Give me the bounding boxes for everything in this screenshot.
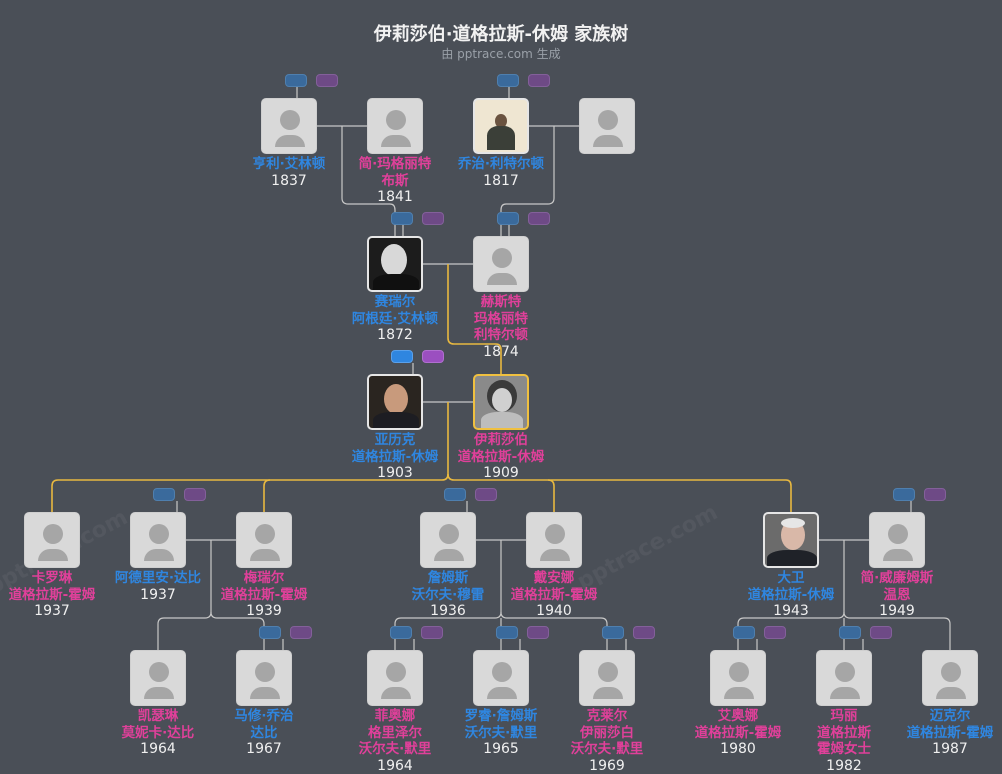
person-card-rory[interactable] [473,650,529,706]
person-label-david: 大卫 道格拉斯-休姆 1943 [747,570,835,619]
avatar-placeholder-icon [149,524,169,544]
person-card-diana[interactable] [526,512,582,568]
male-toggle[interactable] [259,626,281,639]
person-card-cyril[interactable] [367,236,423,292]
avatar-placeholder-icon [545,524,565,544]
person-label-cyril: 赛瑞尔 阿根廷·艾林顿 1872 [351,294,439,343]
person-card-unknown[interactable] [579,98,635,154]
person-card-jane-ww[interactable] [869,512,925,568]
avatar-placeholder-icon [255,662,275,682]
portrait-photo [384,384,408,414]
avatar-placeholder-icon [439,524,459,544]
female-toggle[interactable] [184,488,206,501]
male-toggle[interactable] [444,488,466,501]
person-card-james[interactable] [420,512,476,568]
male-toggle[interactable] [285,74,307,87]
person-label-henry: 亨利·艾林顿 1837 [252,156,326,189]
male-toggle[interactable] [497,212,519,225]
person-label-clare: 克莱尔 伊丽莎白 沃尔夫·默里 1969 [570,708,644,774]
female-toggle[interactable] [422,350,444,363]
female-toggle[interactable] [528,74,550,87]
avatar-placeholder-icon [729,662,749,682]
page-subtitle: 由 pptrace.com 生成 [441,47,561,61]
male-toggle[interactable] [733,626,755,639]
female-toggle[interactable] [633,626,655,639]
avatar-placeholder-icon [888,524,908,544]
female-toggle[interactable] [475,488,497,501]
female-toggle[interactable] [422,212,444,225]
avatar-placeholder-icon [598,110,618,130]
male-toggle[interactable] [390,626,412,639]
person-card-iona[interactable] [710,650,766,706]
female-toggle[interactable] [316,74,338,87]
avatar-placeholder-icon [280,110,300,130]
avatar-placeholder-icon [941,662,961,682]
person-label-rory: 罗睿·詹姆斯 沃尔夫·默里 1965 [464,708,538,757]
female-toggle[interactable] [870,626,892,639]
person-label-alec: 亚历克 道格拉斯-休姆 1903 [351,432,439,481]
avatar-placeholder-icon [598,662,618,682]
person-card-catherine[interactable] [130,650,186,706]
person-label-adrian: 阿德里安·达比 1937 [114,570,202,603]
person-card-adrian[interactable] [130,512,186,568]
male-toggle[interactable] [391,212,413,225]
avatar-placeholder-icon [492,662,512,682]
male-toggle[interactable] [391,350,413,363]
person-label-george: 乔治·利特尔顿 1817 [457,156,545,189]
female-toggle[interactable] [527,626,549,639]
avatar-placeholder-icon [43,524,63,544]
person-card-henry[interactable] [261,98,317,154]
person-label-jane-mb: 简·玛格丽特 布斯 1841 [358,156,432,205]
person-label-catherine: 凯瑟琳 莫妮卡·达比 1964 [121,708,195,757]
portrait-photo [495,114,507,128]
person-card-fiona[interactable] [367,650,423,706]
male-toggle[interactable] [153,488,175,501]
person-card-michael[interactable] [922,650,978,706]
female-toggle[interactable] [421,626,443,639]
avatar-placeholder-icon [255,524,275,544]
avatar-placeholder-icon [835,662,855,682]
female-toggle[interactable] [764,626,786,639]
person-card-caroline[interactable] [24,512,80,568]
person-label-hester: 赫斯特 玛格丽特 利特尔顿 1874 [474,294,528,360]
page-title: 伊莉莎伯·道格拉斯-休姆 家族树 [373,24,629,45]
person-label-michael: 迈克尔 道格拉斯-霍姆 1987 [906,708,994,757]
person-label-fiona: 菲奥娜 格里泽尔 沃尔夫·默里 1964 [358,708,432,774]
male-toggle[interactable] [497,74,519,87]
portrait-photo [381,244,407,276]
male-toggle[interactable] [893,488,915,501]
person-card-david[interactable] [763,512,819,568]
person-card-matthew[interactable] [236,650,292,706]
avatar-placeholder-icon [149,662,169,682]
person-card-elizabeth[interactable] [473,374,529,430]
female-toggle[interactable] [290,626,312,639]
person-card-alec[interactable] [367,374,423,430]
male-toggle[interactable] [496,626,518,639]
person-label-mary: 玛丽 道格拉斯 霍姆女士 1982 [817,708,871,774]
person-label-diana: 戴安娜 道格拉斯-霍姆 1940 [510,570,598,619]
avatar-placeholder-icon [386,110,406,130]
person-label-iona: 艾奥娜 道格拉斯-霍姆 1980 [694,708,782,757]
female-toggle[interactable] [924,488,946,501]
avatar-placeholder-icon [386,662,406,682]
person-card-mary[interactable] [816,650,872,706]
avatar-placeholder-icon [492,248,512,268]
person-label-meriel: 梅瑞尔 道格拉斯-霍姆 1939 [220,570,308,619]
person-label-james: 詹姆斯 沃尔夫·穆雷 1936 [411,570,485,619]
person-card-jane-mb[interactable] [367,98,423,154]
person-card-hester[interactable] [473,236,529,292]
female-toggle[interactable] [528,212,550,225]
person-label-elizabeth: 伊莉莎伯 道格拉斯-休姆 1909 [457,432,545,481]
male-toggle[interactable] [602,626,624,639]
person-label-caroline: 卡罗琳 道格拉斯-霍姆 1937 [8,570,96,619]
person-label-matthew: 马修·乔治 达比 1967 [234,708,294,757]
person-label-jane-ww: 简·威廉姆斯 温恩 1949 [860,570,934,619]
person-card-meriel[interactable] [236,512,292,568]
person-card-clare[interactable] [579,650,635,706]
person-card-george[interactable] [473,98,529,154]
male-toggle[interactable] [839,626,861,639]
